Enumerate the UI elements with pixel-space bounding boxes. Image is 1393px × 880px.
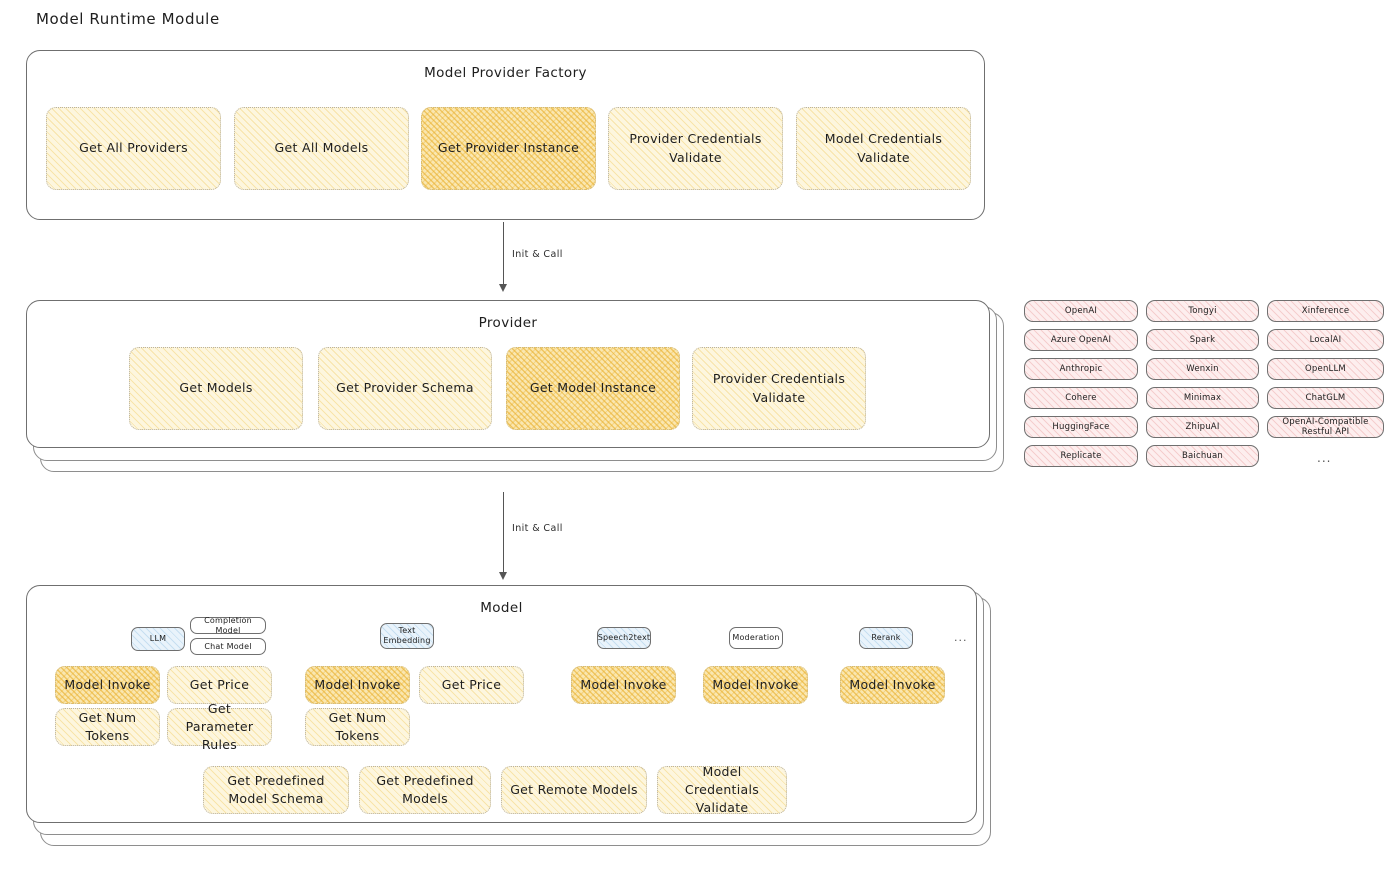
arrow-stem [503, 222, 504, 286]
chip-text-embedding-get-num-tokens[interactable]: Get Num Tokens [305, 708, 410, 746]
section-title-provider: Provider [478, 315, 538, 331]
chip-provider-credentials-validate-2[interactable]: Provider Credentials Validate [692, 347, 866, 430]
chip-get-all-providers[interactable]: Get All Providers [46, 107, 221, 190]
model-types-more-indicator: ... [954, 631, 968, 644]
chip-llm-get-parameter-rules[interactable]: Get Parameter Rules [167, 701, 272, 752]
model-type-badge-llm[interactable]: LLM [131, 627, 185, 651]
chip-model-credentials-validate[interactable]: Model Credentials Validate [796, 107, 971, 190]
chip-get-provider-schema[interactable]: Get Provider Schema [318, 347, 492, 430]
model-type-badge-speech2text[interactable]: Speech2text [597, 627, 651, 649]
chip-model-credentials-validate-2[interactable]: Model Credentials Validate [657, 764, 787, 815]
provider-pill-anthropic[interactable]: Anthropic [1024, 358, 1138, 380]
provider-pill-minimax[interactable]: Minimax [1146, 387, 1259, 409]
arrow-label-init-and-call-2: Init & Call [509, 523, 566, 534]
model-sub-badge-chat-model[interactable]: Chat Model [190, 638, 266, 655]
chip-get-remote-models[interactable]: Get Remote Models [501, 766, 647, 814]
provider-pill-replicate[interactable]: Replicate [1024, 445, 1138, 467]
arrow-label-init-and-call: Init & Call [509, 249, 566, 260]
chip-get-model-instance[interactable]: Get Model Instance [506, 347, 680, 430]
chip-moderation-model-invoke[interactable]: Model Invoke [703, 666, 808, 704]
model-type-badge-moderation[interactable]: Moderation [729, 627, 783, 649]
provider-list-more-indicator: ... [1317, 451, 1332, 465]
chip-get-predefined-models[interactable]: Get Predefined Models [359, 766, 491, 814]
chip-get-provider-instance[interactable]: Get Provider Instance [421, 107, 596, 190]
provider-pill-huggingface[interactable]: HuggingFace [1024, 416, 1138, 438]
arrow-head [498, 284, 507, 292]
provider-pill-localai[interactable]: LocalAI [1267, 329, 1384, 351]
provider-pill-xinference[interactable]: Xinference [1267, 300, 1384, 322]
chip-get-predefined-model-schema[interactable]: Get Predefined Model Schema [203, 766, 349, 814]
provider-pill-baichuan[interactable]: Baichuan [1146, 445, 1259, 467]
chip-text-embedding-get-price[interactable]: Get Price [419, 666, 524, 704]
provider-pill-spark[interactable]: Spark [1146, 329, 1259, 351]
provider-pill-tongyi[interactable]: Tongyi [1146, 300, 1259, 322]
chip-llm-get-num-tokens[interactable]: Get Num Tokens [55, 708, 160, 746]
section-model: Model LLM Completion Model Chat Model Mo… [26, 585, 977, 823]
chip-get-all-models[interactable]: Get All Models [234, 107, 409, 190]
arrow-stem-2 [503, 492, 504, 574]
chip-llm-model-invoke[interactable]: Model Invoke [55, 666, 160, 704]
provider-pill-cohere[interactable]: Cohere [1024, 387, 1138, 409]
section-title-model: Model [480, 600, 523, 616]
model-type-badge-text-embedding[interactable]: Text Embedding [380, 623, 434, 649]
provider-pill-wenxin[interactable]: Wenxin [1146, 358, 1259, 380]
section-provider: Provider Get Models Get Provider Schema … [26, 300, 990, 448]
chip-text-embedding-model-invoke[interactable]: Model Invoke [305, 666, 410, 704]
chip-llm-get-price[interactable]: Get Price [167, 666, 272, 704]
chip-get-models[interactable]: Get Models [129, 347, 303, 430]
provider-pill-chatglm[interactable]: ChatGLM [1267, 387, 1384, 409]
provider-pill-openllm[interactable]: OpenLLM [1267, 358, 1384, 380]
model-sub-badge-completion-model[interactable]: Completion Model [190, 616, 266, 635]
provider-pill-azure-openai[interactable]: Azure OpenAI [1024, 329, 1138, 351]
page-title: Model Runtime Module [36, 10, 220, 28]
model-type-badge-rerank[interactable]: Rerank [859, 627, 913, 649]
provider-pill-openai-compatible-restful-api[interactable]: OpenAI-Compatible Restful API [1267, 416, 1384, 438]
provider-list: OpenAI Azure OpenAI Anthropic Cohere Hug… [1024, 300, 1384, 475]
provider-pill-openai[interactable]: OpenAI [1024, 300, 1138, 322]
arrow-head-2 [498, 572, 507, 580]
section-title-model-provider-factory: Model Provider Factory [424, 65, 587, 81]
chip-speech2text-model-invoke[interactable]: Model Invoke [571, 666, 676, 704]
chip-rerank-model-invoke[interactable]: Model Invoke [840, 666, 945, 704]
section-model-provider-factory: Model Provider Factory Get All Providers… [26, 50, 985, 220]
chip-provider-credentials-validate[interactable]: Provider Credentials Validate [608, 107, 783, 190]
provider-pill-zhipuai[interactable]: ZhipuAI [1146, 416, 1259, 438]
